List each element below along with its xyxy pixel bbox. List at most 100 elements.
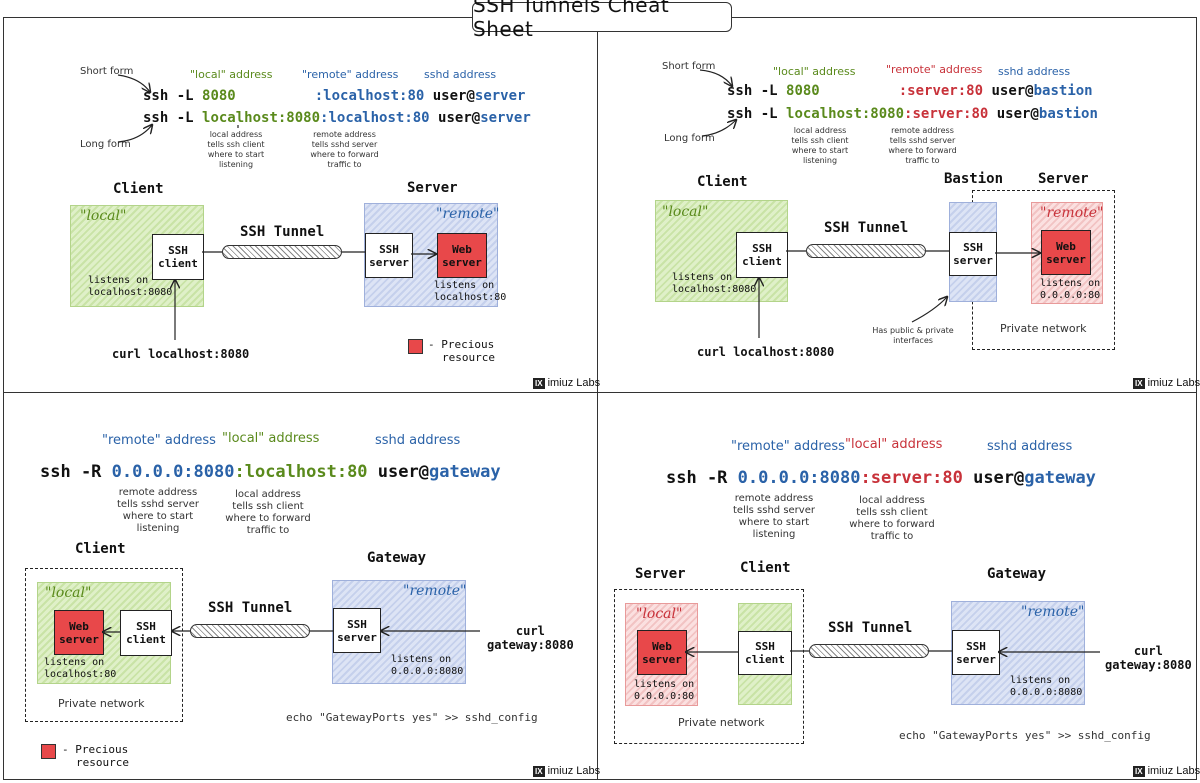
web-listen-note: listens on localhost:80	[44, 657, 117, 680]
sshd-address-header: sshd address	[424, 68, 497, 81]
ssh-tunnel	[809, 644, 929, 658]
local-zone-label: "local"	[636, 606, 683, 622]
page-title-text: SSH Tunnels Cheat Sheet	[473, 0, 670, 41]
page-title: SSH Tunnels Cheat Sheet	[472, 0, 732, 41]
cmd-local-address: :localhost:80	[234, 462, 368, 482]
brand-text: imiuz Labs	[1147, 377, 1200, 389]
private-network-label: Private network	[58, 697, 145, 710]
short-form-label: Short form	[80, 66, 134, 77]
ssh-client-box: SSH client	[736, 232, 788, 278]
cmd-user: user@	[983, 83, 1034, 99]
cmd-prefix: ssh -L	[143, 110, 203, 126]
ssh-client-box: SSH client	[738, 631, 792, 675]
cmd-local-address: 8080	[202, 88, 236, 104]
cmd-user: user@	[988, 106, 1039, 122]
local-zone-label: "local"	[662, 204, 709, 220]
cmd-remote-address: :localhost:80	[314, 88, 425, 104]
remote-address-header: "remote" address	[302, 68, 399, 81]
cmd-local-address: :server:80	[860, 468, 963, 488]
cmd-prefix: ssh -L	[727, 106, 787, 122]
local-zone-label: "local"	[80, 208, 127, 224]
cmd-prefix: ssh -L	[727, 83, 787, 99]
sshd-address-header: sshd address	[375, 433, 461, 448]
ssh-tunnel-label: SSH Tunnel	[824, 220, 909, 236]
remote-forward-command: ssh -R 0.0.0.0:8080:server:80 user@gatew…	[666, 468, 1096, 488]
remote-zone-label: "remote"	[436, 206, 500, 222]
cmd-sshd-host: server	[474, 88, 526, 104]
ssh-tunnel-label: SSH Tunnel	[208, 600, 293, 616]
ssh-server-box: SSH server	[365, 233, 413, 278]
local-address-note: local address tells ssh client where to …	[849, 495, 935, 542]
server-heading: Server	[407, 180, 458, 196]
web-server-box: Web server	[1041, 230, 1091, 275]
client-heading: Client	[740, 560, 791, 576]
cmd-user: user@	[424, 88, 475, 104]
cmd-prefix: ssh -R	[666, 468, 738, 488]
ssh-tunnel-label: SSH Tunnel	[240, 224, 325, 240]
ssh-tunnel	[806, 244, 926, 258]
legend-line-2: resource	[442, 351, 495, 364]
ssh-tunnel	[190, 624, 310, 638]
long-form-command: ssh -L localhost:8080:server:80 user@bas…	[727, 106, 1098, 122]
bastion-interfaces-note: Has public & private interfaces	[872, 326, 954, 345]
cmd-prefix: ssh -L	[143, 88, 203, 104]
private-network-label: Private network	[1000, 322, 1087, 335]
cmd-local-address: localhost:8080	[786, 106, 905, 122]
cmd-remote-address: :server:80	[898, 83, 984, 99]
ssh-client-box: SSH client	[120, 610, 172, 656]
remote-address-note: remote address tells sshd server where t…	[310, 130, 379, 169]
private-network-boundary	[25, 568, 183, 722]
server-listen-note: listens on 0.0.0.0:80	[1040, 278, 1101, 301]
legend-line-1: - Precious	[62, 743, 129, 756]
cmd-prefix: ssh -R	[40, 462, 112, 482]
remote-address-header: "remote" address	[102, 433, 216, 448]
bastion-heading: Bastion	[944, 171, 1004, 187]
local-address-note: local address tells ssh client where to …	[207, 130, 265, 169]
cmd-remote-address: :localhost:80	[320, 110, 430, 126]
cmd-user: user@	[962, 468, 1025, 488]
cmd-remote-address: 0.0.0.0:8080	[111, 462, 235, 482]
gateway-heading: Gateway	[987, 566, 1047, 582]
remote-address-note: remote address tells sshd server where t…	[888, 126, 957, 165]
gatewayports-command: echo "GatewayPorts yes" >> sshd_config	[286, 711, 538, 724]
brand-text: imiuz Labs	[547, 765, 601, 777]
client-heading: Client	[697, 174, 748, 190]
brand-mark: IX	[533, 765, 545, 777]
precious-resource-swatch	[408, 339, 423, 354]
remote-address-header: "remote" address	[731, 439, 845, 454]
legend-line-1: - Precious	[428, 338, 495, 351]
private-network-label: Private network	[678, 716, 765, 729]
short-form-label: Short form	[662, 61, 716, 72]
legend-line-2: resource	[76, 756, 129, 769]
local-zone-label: "local"	[45, 585, 92, 601]
precious-resource-swatch	[41, 744, 56, 759]
local-address-header: "local" address	[845, 437, 943, 452]
panel-remote-forward-server	[597, 392, 1197, 780]
ssh-tunnel	[222, 245, 342, 259]
ssh-server-box: SSH server	[949, 232, 997, 276]
private-network-boundary	[614, 589, 804, 744]
cmd-remote-address: :server:80	[904, 106, 989, 122]
remote-zone-label: "remote"	[1040, 205, 1104, 221]
long-form-label: Long form	[80, 139, 131, 150]
brand-text: imiuz Labs	[547, 377, 601, 389]
ssh-tunnel-label: SSH Tunnel	[828, 620, 913, 636]
server-heading: Server	[1038, 171, 1089, 187]
long-form-label: Long form	[664, 133, 715, 144]
web-listen-note: listens on 0.0.0.0:80	[634, 679, 695, 702]
cmd-remote-address: 0.0.0.0:8080	[737, 468, 861, 488]
web-server-box: Web server	[437, 233, 487, 278]
client-listen-note: listens on localhost:8080	[672, 272, 757, 295]
remote-forward-command: ssh -R 0.0.0.0:8080:localhost:80 user@ga…	[40, 462, 501, 482]
ssh-server-box: SSH server	[952, 630, 1000, 675]
cmd-sshd-host: gateway	[1024, 468, 1096, 488]
remote-zone-label: "remote"	[403, 583, 467, 599]
local-address-header: "local" address	[773, 65, 856, 78]
local-address-header: "local" address	[222, 431, 320, 446]
cmd-user: user@	[429, 110, 481, 126]
